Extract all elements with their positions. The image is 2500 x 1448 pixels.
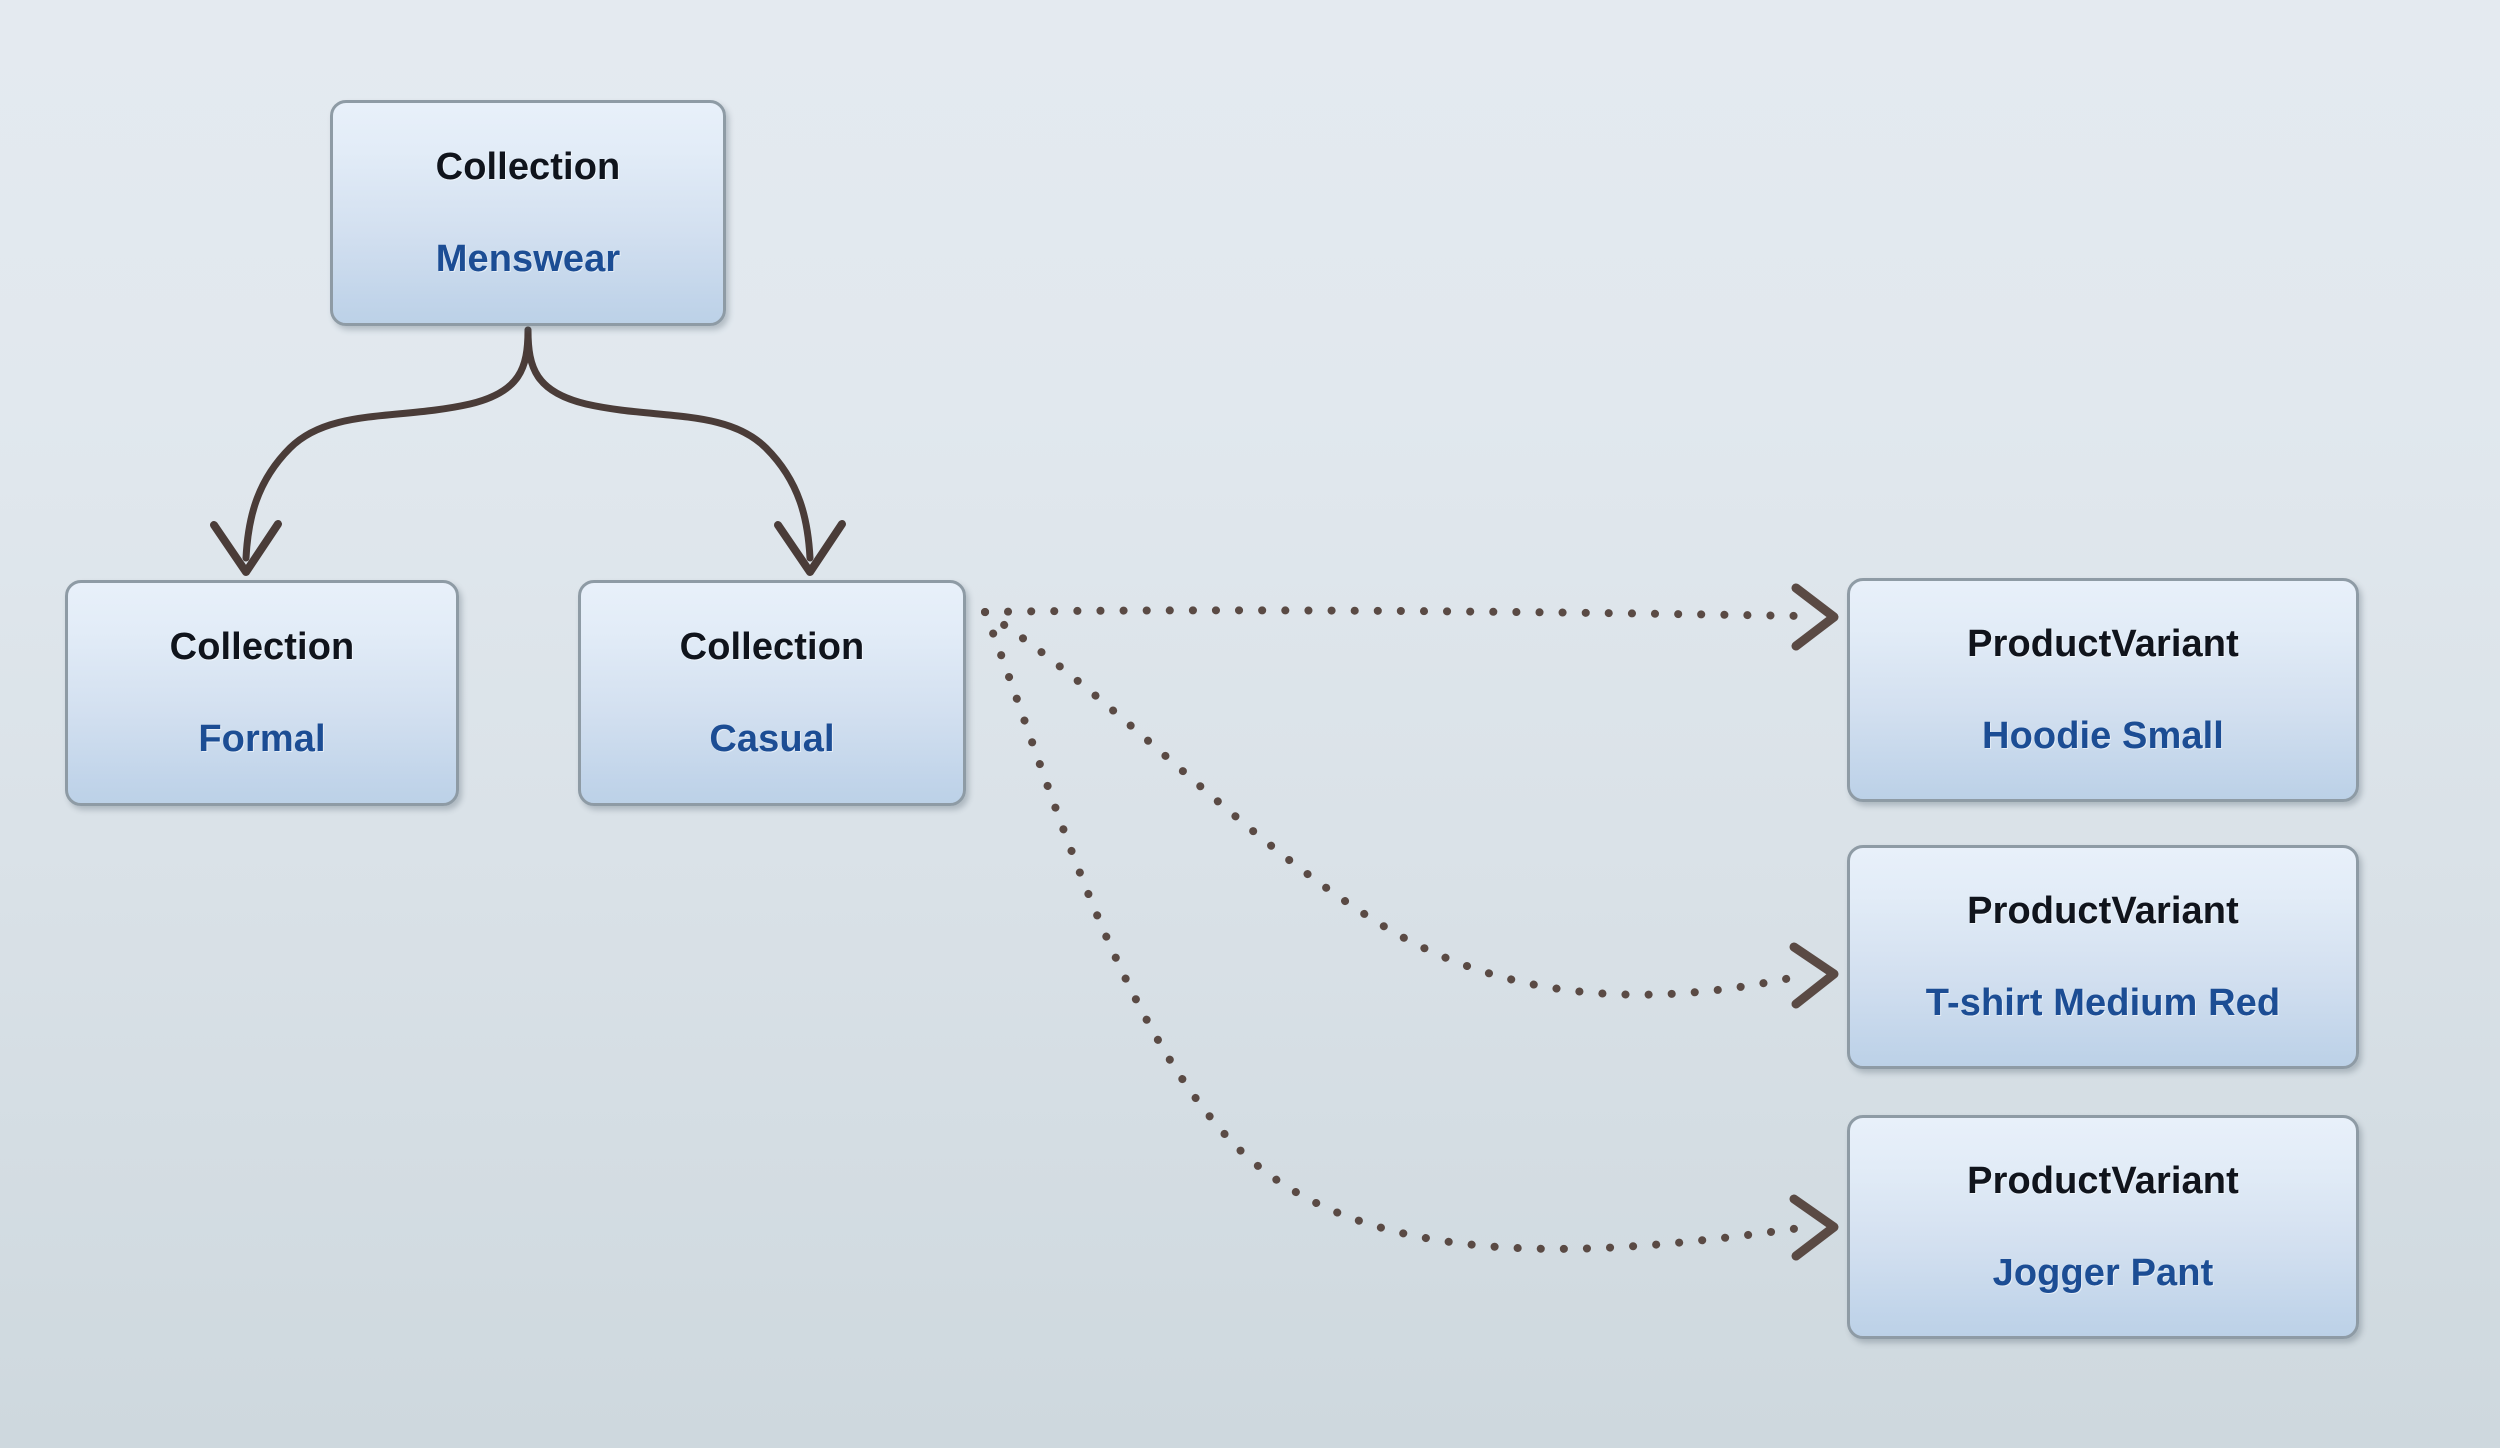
- node-collection-formal[interactable]: Collection Formal: [65, 580, 459, 806]
- node-type-label: ProductVariant: [1967, 1160, 2239, 1202]
- node-type-label: Collection: [679, 626, 865, 668]
- node-type-label: Collection: [435, 146, 621, 188]
- node-collection-casual[interactable]: Collection Casual: [578, 580, 966, 806]
- node-collection-menswear[interactable]: Collection Menswear: [330, 100, 726, 326]
- edge-menswear-formal: [210, 326, 532, 576]
- node-value-label: Casual: [709, 718, 835, 760]
- node-productvariant-tshirt-medium-red[interactable]: ProductVariant T-shirt Medium Red: [1847, 845, 2359, 1069]
- node-value-label: Hoodie Small: [1982, 715, 2224, 757]
- node-value-label: T-shirt Medium Red: [1925, 982, 2281, 1024]
- node-type-label: Collection: [169, 626, 355, 668]
- node-productvariant-jogger-pant[interactable]: ProductVariant Jogger Pant: [1847, 1115, 2359, 1339]
- edge-casual-hoodie: [981, 583, 1839, 651]
- node-type-label: ProductVariant: [1967, 623, 2239, 665]
- node-value-label: Formal: [198, 718, 326, 760]
- edge-casual-tshirt: [981, 608, 1839, 1009]
- node-type-label: ProductVariant: [1967, 890, 2239, 932]
- node-value-label: Jogger Pant: [1992, 1252, 2214, 1294]
- edge-menswear-casual: [524, 326, 846, 576]
- node-productvariant-hoodie-small[interactable]: ProductVariant Hoodie Small: [1847, 578, 2359, 802]
- node-value-label: Menswear: [435, 238, 621, 280]
- edge-casual-jogger: [981, 608, 1839, 1261]
